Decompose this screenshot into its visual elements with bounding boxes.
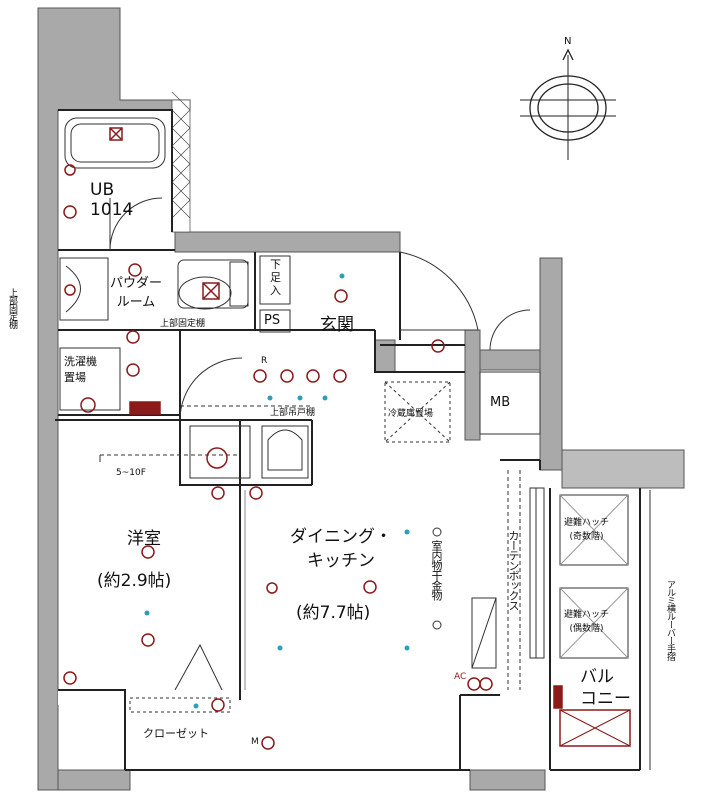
upper-fixed-shelf-label: 上部固定棚 — [160, 319, 206, 329]
upper-fixed-shelf-side-label: 上部固定棚 — [7, 288, 17, 328]
evacuation-hatch-odd-label: 避難ハッチ (奇数階) — [564, 518, 610, 542]
ub-window-hatch — [171, 91, 191, 233]
upper-cabinet-label: 上部吊戸棚 — [270, 408, 316, 418]
ps-label: PS — [264, 313, 281, 328]
ac-label: AC — [454, 672, 467, 682]
fixtures-outline — [59, 117, 651, 770]
dining-kitchen-size: (約7.7帖) — [296, 603, 371, 623]
meter-m-label: M — [251, 737, 259, 747]
electrical-fixtures — [63, 127, 563, 750]
ub-label: UB 1014 — [90, 180, 134, 220]
curtain-box-label: カーテンボックス — [507, 530, 520, 610]
dining-kitchen-label: ダイニング・ キッチン — [290, 527, 392, 571]
mb-label: MB — [490, 395, 511, 410]
evacuation-hatch-even-label: 避難ハッチ (偶数階) — [564, 610, 610, 634]
balcony-label: バル コニー — [580, 667, 631, 709]
powder-room-label: パウダー ルーム — [110, 276, 163, 310]
compass-rose — [520, 48, 616, 160]
exterior-walls — [37, 7, 685, 791]
compass-north-label: N — [564, 36, 572, 47]
outlets — [144, 273, 410, 709]
ceiling-floor-note: 5~10F — [116, 468, 146, 478]
interior-walls — [55, 109, 641, 771]
indoor-drying-marks — [432, 527, 442, 630]
r-mark-label: R — [261, 356, 268, 366]
closet-label: クローゼット — [143, 727, 209, 740]
western-room-label: 洋室 — [127, 529, 161, 549]
indoor-drying-label: 室内物干金物 — [430, 540, 443, 600]
western-room-size: (約2.9帖) — [97, 571, 172, 591]
entrance-label: 玄関 — [320, 315, 354, 335]
aluminum-louver-label: アルミ横ルーバー手摺 — [665, 580, 675, 660]
laundry-place-label: 洗濯機 置場 — [64, 355, 97, 384]
fridge-place-label: 冷蔵庫置場 — [388, 409, 434, 419]
shoe-box-label: 下 足 入 — [270, 258, 281, 297]
